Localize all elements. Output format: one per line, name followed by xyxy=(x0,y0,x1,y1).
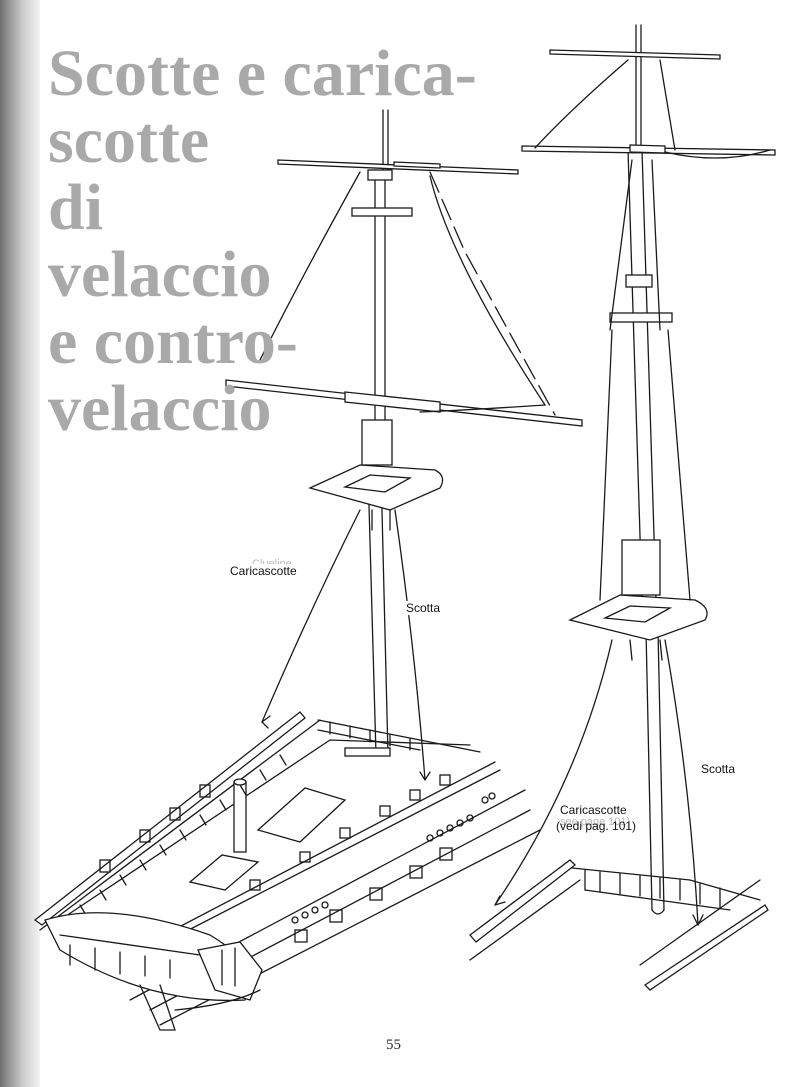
caricascotte-right-note: (vedi pag. 101) xyxy=(556,819,637,833)
scotta-left-label: Scotta xyxy=(406,601,441,615)
title-line: e contro- xyxy=(48,305,298,378)
scotta-right-label: Scotta xyxy=(701,762,736,776)
title-line: di xyxy=(48,171,104,244)
right-deck-fragment xyxy=(469,859,769,991)
page-number: 55 xyxy=(386,1037,401,1053)
left-mast xyxy=(351,109,413,756)
left-top-yard xyxy=(277,159,519,175)
title-line: velaccio xyxy=(48,238,272,311)
title-line: velaccio xyxy=(48,372,272,445)
page-title: Scotte e carica- scotte di velaccio e co… xyxy=(48,40,518,442)
left-rigging-lines xyxy=(259,171,556,781)
right-lower-yard xyxy=(521,144,776,156)
left-lower-yard xyxy=(225,379,583,427)
right-top-platform xyxy=(568,594,708,661)
caricascotte-left-label: Caricascotte xyxy=(230,564,297,578)
right-rigging-lines xyxy=(494,59,771,926)
left-top-platform xyxy=(308,464,444,531)
right-top-yard xyxy=(549,49,721,60)
page-gutter-shadow xyxy=(0,0,40,1087)
right-mast xyxy=(609,24,673,915)
hull xyxy=(33,711,541,1031)
caricascotte-right-label: Caricascotte xyxy=(560,803,627,817)
title-line: scotte xyxy=(48,104,210,177)
title-line: Scotte e carica- xyxy=(48,37,477,110)
see-page-ghost-label: see page 101) xyxy=(560,816,631,828)
